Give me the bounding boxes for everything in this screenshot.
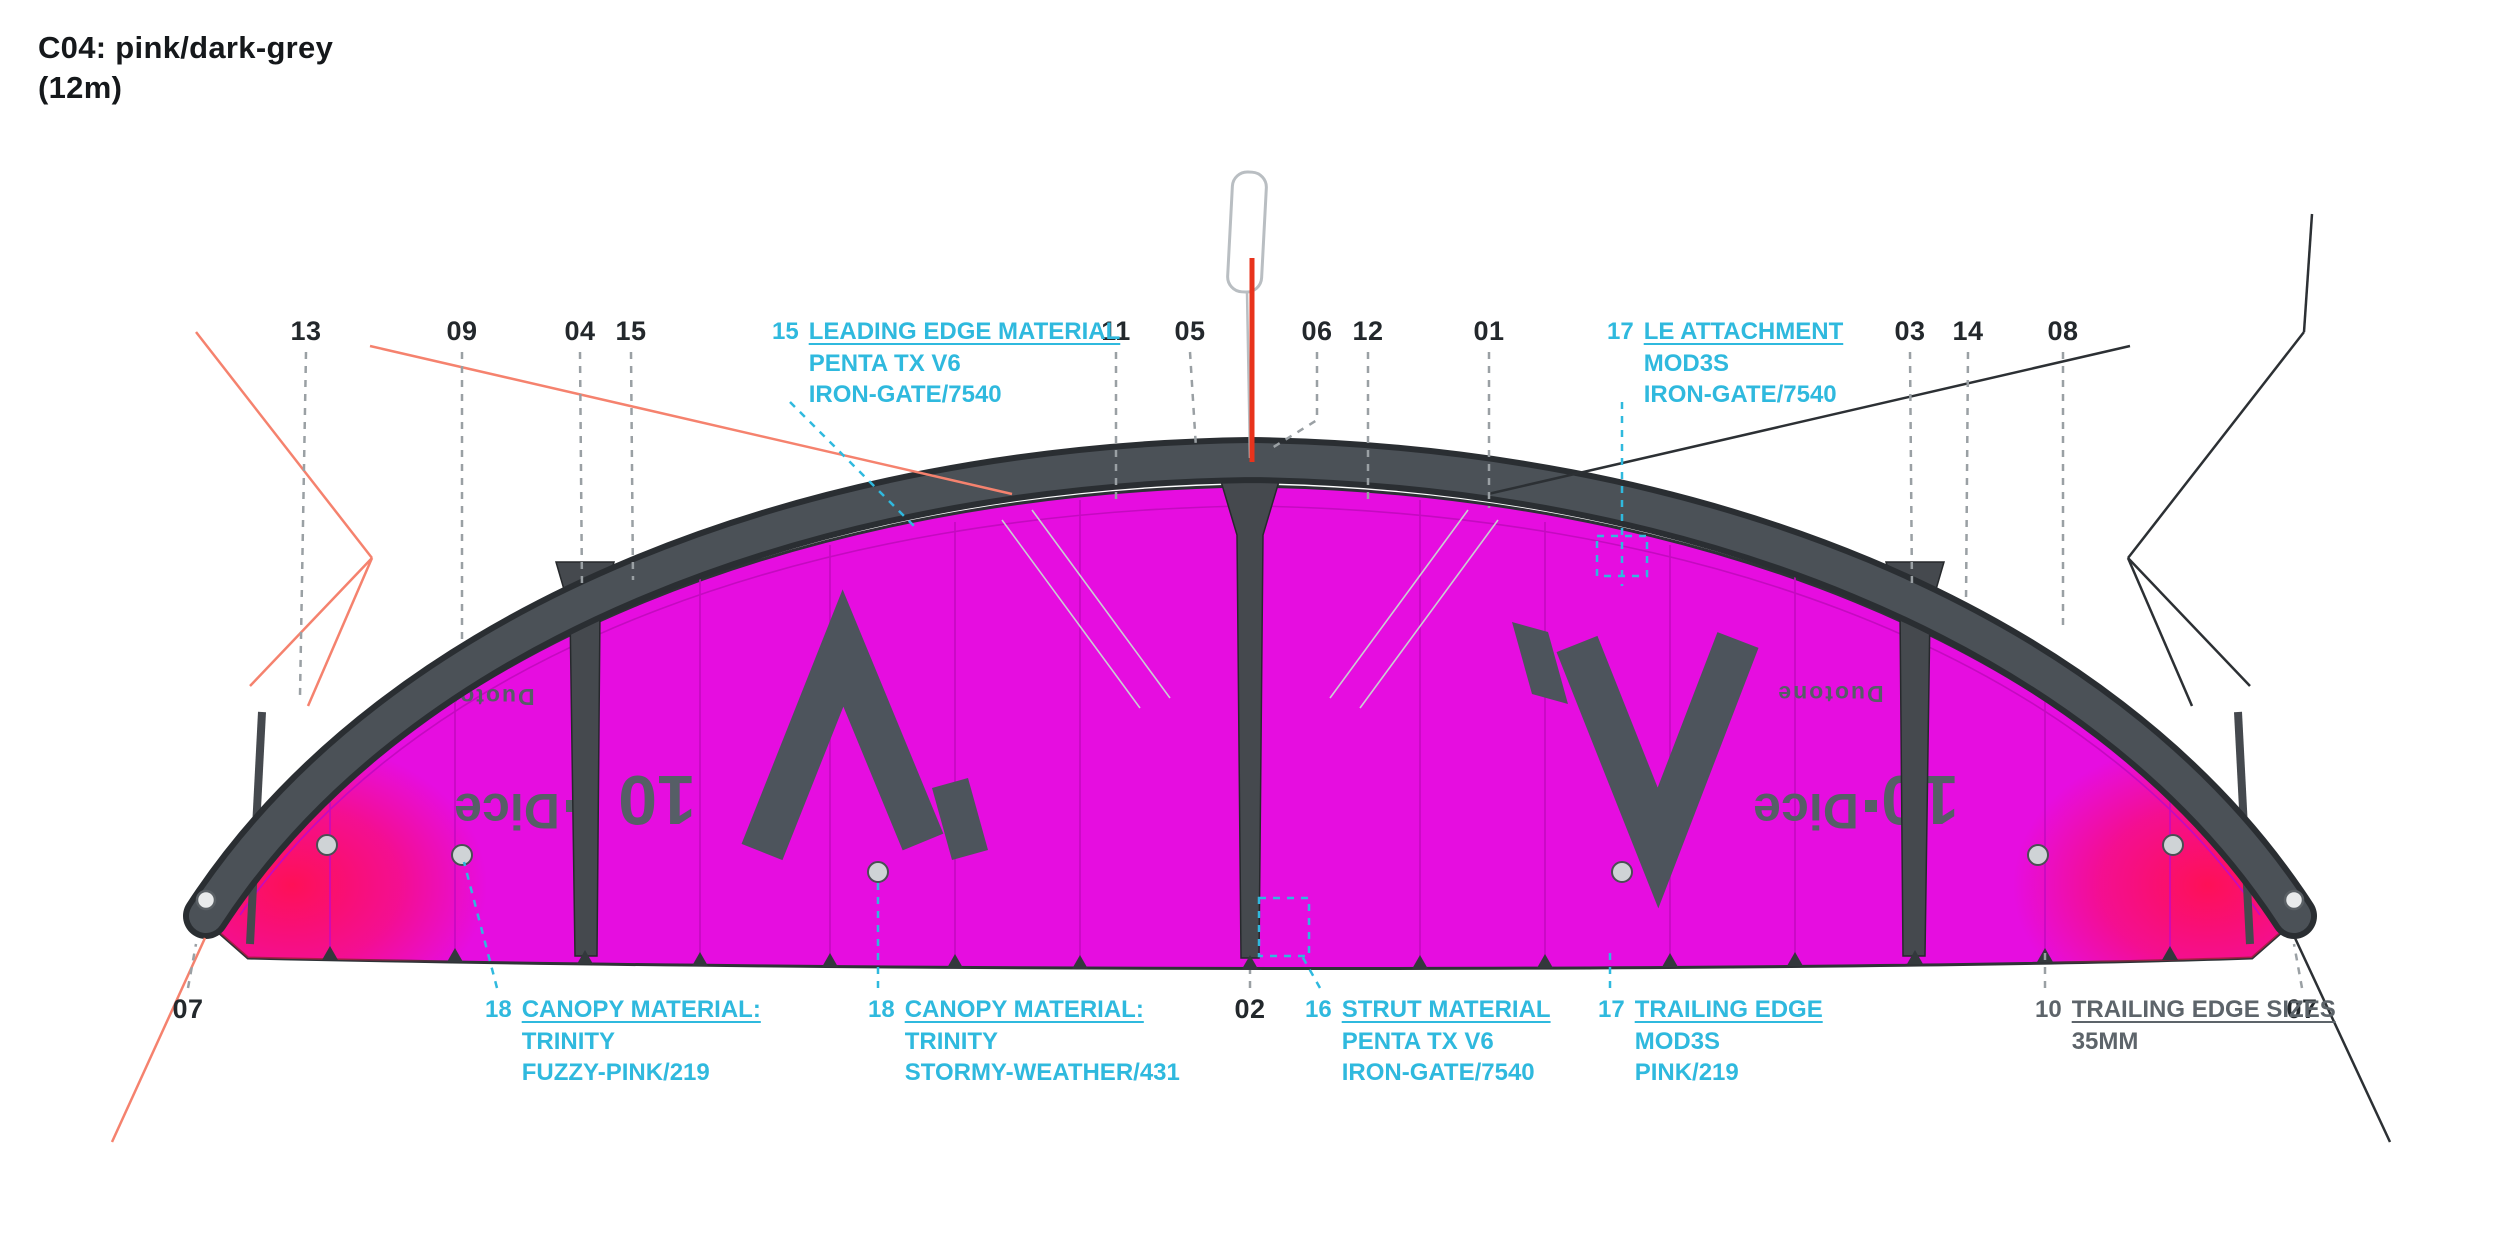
kite-size: (12m) (38, 69, 123, 105)
canopy-print-text: Duotone Dice 10 Duotone Dice 10 (427, 681, 1959, 839)
label-le-attachment: 17 LE ATTACHMENT MOD3S IRON-GATE/7540 (1607, 316, 1843, 411)
callout-number: 09 (446, 316, 478, 346)
label-line: TRINITY (904, 1027, 999, 1055)
model-logo-mark-right (1865, 800, 1877, 812)
diagonal-seams (1001, 509, 1499, 709)
leader-lines-grey (186, 351, 2304, 989)
label-line: PENTA TX V6 (808, 349, 961, 377)
callout-number: 07 (2286, 994, 2318, 1024)
left-wingtip-glow (216, 740, 487, 969)
callout-number: 01 (1473, 316, 1505, 346)
label-number: 17 (1598, 996, 1625, 1023)
label-number: 18 (868, 996, 895, 1023)
callout-number: 02 (1234, 994, 1266, 1024)
callout-number: 06 (1301, 316, 1333, 346)
wingtip-attachments (195, 889, 2305, 911)
right-tip-attachment-point (2283, 889, 2305, 911)
page-title: C04: pink/dark-grey (12m) (38, 28, 333, 107)
callout-number: 04 (564, 316, 596, 346)
label-trailing-edge-sizes: 10 TRAILING EDGE SIZES 35MM (2035, 994, 2336, 1057)
label-line: IRON-GATE/7540 (1341, 1059, 1535, 1087)
brand-text-right: Duotone (1776, 681, 1883, 707)
bridle-lines-right (1487, 213, 2392, 1143)
label-line: IRON-GATE/7540 (1643, 381, 1837, 409)
right-chevron-logo (1556, 632, 1759, 909)
callout-number: 03 (1894, 316, 1926, 346)
right-chevron-logo-accent (1512, 622, 1568, 704)
label-title: CANOPY MATERIAL: (521, 996, 761, 1023)
label-canopy-material-left: 18 CANOPY MATERIAL: TRINITY FUZZY-PINK/2… (485, 994, 761, 1089)
label-title: LE ATTACHMENT (1643, 318, 1844, 345)
valve-icon (2027, 844, 2049, 866)
callout-number: 13 (290, 316, 322, 346)
center-markers (1226, 170, 1268, 462)
label-line: TRINITY (521, 1027, 616, 1055)
callout-number: 11 (1101, 316, 1131, 346)
label-trailing-edge: 17 TRAILING EDGE MOD3S PINK/219 (1598, 994, 1823, 1089)
label-title: TRAILING EDGE (1634, 996, 1823, 1023)
colorway-title: C04: pink/dark-grey (38, 30, 334, 65)
label-title: CANOPY MATERIAL: (904, 996, 1144, 1023)
label-number: 16 (1305, 996, 1332, 1023)
left-tip-attachment-point (195, 889, 217, 911)
callout-number: 15 (615, 316, 647, 346)
valve-icon (1611, 861, 1633, 883)
label-number: 10 (2035, 996, 2062, 1023)
label-line: PENTA TX V6 (1341, 1027, 1494, 1055)
valve-icon (2162, 834, 2184, 856)
self-rescue-handle (1226, 170, 1268, 294)
callout-number: 08 (2047, 316, 2079, 346)
kite-canopy: Duotone Dice 10 Duotone Dice 10 (214, 477, 2286, 970)
label-title: TRAILING EDGE SIZES (2071, 996, 2336, 1023)
label-number: 17 (1607, 318, 1634, 345)
label-title: LEADING EDGE MATERIAL (808, 318, 1121, 345)
valve-icon (451, 844, 473, 866)
callout-number: 14 (1952, 316, 1984, 346)
callout-number: 12 (1352, 316, 1384, 346)
label-leading-edge-material: 15 LEADING EDGE MATERIAL PENTA TX V6 IRO… (772, 316, 1120, 411)
label-number: 18 (485, 996, 512, 1023)
model-text-right: Dice (1753, 783, 1859, 839)
valve-icon (867, 861, 889, 883)
size-text-left: 10 (618, 761, 696, 839)
valve-icon (316, 834, 338, 856)
callout-number: 07 (172, 994, 204, 1024)
inflation-valves (316, 834, 2184, 883)
model-text-left: Dice (454, 783, 560, 839)
label-canopy-material-center: 18 CANOPY MATERIAL: TRINITY STORMY-WEATH… (868, 994, 1180, 1089)
label-line: 35MM (2071, 1027, 2139, 1055)
brand-logos (741, 589, 1759, 909)
label-number: 15 (772, 318, 799, 345)
label-line: MOD3S (1634, 1027, 1721, 1055)
left-chevron-logo-accent (932, 778, 988, 860)
label-line: STORMY-WEATHER/431 (904, 1059, 1180, 1087)
leader-lines-cyan (462, 401, 1649, 989)
callout-number: 05 (1174, 316, 1206, 346)
label-title: STRUT MATERIAL (1341, 996, 1551, 1023)
label-line: FUZZY-PINK/219 (521, 1059, 710, 1087)
wingtip-glows (216, 740, 2284, 969)
left-chevron-logo (741, 589, 944, 861)
label-line: MOD3S (1643, 349, 1730, 377)
bridle-lines-left (110, 331, 1013, 1143)
label-line: IRON-GATE/7540 (808, 381, 1002, 409)
label-strut-material: 16 STRUT MATERIAL PENTA TX V6 IRON-GATE/… (1305, 994, 1551, 1089)
right-wingtip-glow (2013, 740, 2284, 969)
label-line: PINK/219 (1634, 1059, 1739, 1087)
